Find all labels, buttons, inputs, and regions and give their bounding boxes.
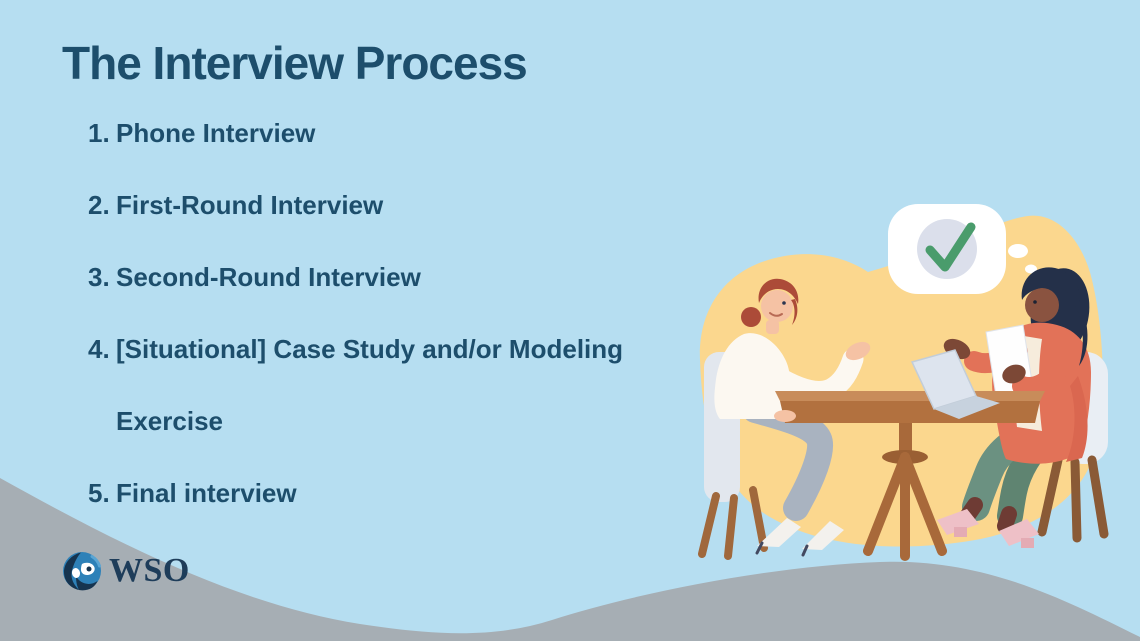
step-label: Second-Round Interview: [116, 262, 421, 292]
step-item-4: 4. [Situational] Case Study and/or Model…: [88, 313, 676, 457]
step-item-1: 1. Phone Interview: [88, 97, 676, 169]
step-item-2: 2. First-Round Interview: [88, 169, 676, 241]
step-item-3: 3. Second-Round Interview: [88, 241, 676, 313]
hand-on-table: [774, 410, 796, 422]
step-label: Final interview: [116, 478, 297, 508]
thought-bubble: [888, 204, 1037, 294]
steps-list: 1. Phone Interview 2. First-Round Interv…: [88, 97, 676, 529]
checkmark-icon: [925, 222, 976, 272]
gray-wave: [0, 478, 1140, 641]
step-number: 3.: [88, 262, 110, 292]
step-label: Phone Interview: [116, 118, 316, 148]
step-number: 1.: [88, 118, 110, 148]
wso-globe-icon: [63, 552, 101, 591]
step-number: 5.: [88, 478, 110, 508]
step-item-5: 5. Final interview: [88, 457, 676, 529]
wso-logo: WSO: [62, 551, 190, 591]
candidate-figure: [698, 278, 871, 560]
step-number: 2.: [88, 190, 110, 220]
wso-logo-text: WSO: [109, 552, 190, 589]
step-label: First-Round Interview: [116, 190, 384, 220]
laptop: [910, 349, 1000, 419]
page-title: The Interview Process: [62, 37, 528, 89]
step-number: 4.: [88, 334, 110, 364]
step-label: [Situational] Case Study and/or Modeling…: [116, 334, 624, 436]
